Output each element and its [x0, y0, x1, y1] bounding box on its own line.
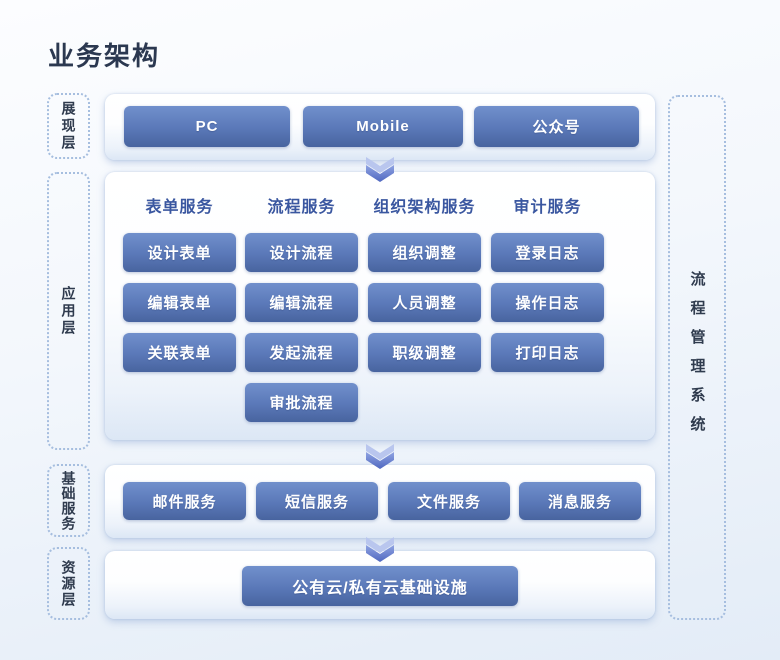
layer-label-text: 展现层 [60, 100, 77, 152]
node-org-adjust: 组织调整 [368, 233, 481, 272]
node-operation-log: 操作日志 [491, 283, 604, 322]
node-pc: PC [124, 106, 290, 147]
presentation-layer-panel: PC Mobile 公众号 [105, 94, 655, 160]
system-label-text: 流程管理系统 [688, 270, 706, 445]
node-login-log: 登录日志 [491, 233, 604, 272]
node-official-account: 公众号 [474, 106, 639, 147]
layer-label-text: 应用层 [60, 285, 77, 337]
system-label-process-management: 流程管理系统 [668, 95, 726, 620]
application-layer-panel: 表单服务 设计表单 编辑表单 关联表单 流程服务 设计流程 编辑流程 发起流程 … [105, 172, 655, 440]
chevron-down-icon [366, 157, 394, 182]
page-title: 业务架构 [48, 41, 161, 71]
column-header-org-structure-service: 组织架构服务 [373, 199, 476, 216]
column-header-process-service: 流程服务 [267, 199, 336, 216]
node-message-service: 消息服务 [519, 482, 641, 520]
node-mobile: Mobile [303, 106, 463, 147]
node-mail-service: 邮件服务 [123, 482, 246, 520]
resource-layer-panel: 公有云/私有云基础设施 [105, 551, 655, 619]
layer-label-presentation: 展现层 [47, 93, 90, 159]
column-org-structure-service: 组织架构服务 组织调整 人员调整 职级调整 [368, 196, 481, 383]
layer-label-application: 应用层 [47, 172, 90, 450]
chevron-down-icon [366, 537, 394, 562]
column-process-service: 流程服务 设计流程 编辑流程 发起流程 审批流程 [245, 196, 358, 433]
node-design-process: 设计流程 [245, 233, 358, 272]
node-design-form: 设计表单 [123, 233, 236, 272]
basic-services-panel: 邮件服务 短信服务 文件服务 消息服务 [105, 465, 655, 538]
node-rank-adjust: 职级调整 [368, 333, 481, 372]
column-header-audit-service: 审计服务 [513, 199, 582, 216]
node-link-form: 关联表单 [123, 333, 236, 372]
layer-label-basic-services: 基础服务 [47, 464, 90, 537]
node-cloud-infrastructure: 公有云/私有云基础设施 [242, 566, 518, 606]
column-audit-service: 审计服务 登录日志 操作日志 打印日志 [491, 196, 604, 383]
node-edit-process: 编辑流程 [245, 283, 358, 322]
column-header-form-service: 表单服务 [145, 199, 214, 216]
node-edit-form: 编辑表单 [123, 283, 236, 322]
node-print-log: 打印日志 [491, 333, 604, 372]
chevron-down-icon [366, 444, 394, 469]
layer-label-text: 基础服务 [60, 470, 77, 531]
layer-label-text: 资源层 [60, 559, 77, 608]
node-sms-service: 短信服务 [256, 482, 378, 520]
node-approve-process: 审批流程 [245, 383, 358, 422]
node-personnel-adjust: 人员调整 [368, 283, 481, 322]
layer-label-resource: 资源层 [47, 547, 90, 620]
column-form-service: 表单服务 设计表单 编辑表单 关联表单 [123, 196, 236, 383]
node-start-process: 发起流程 [245, 333, 358, 372]
node-file-service: 文件服务 [388, 482, 510, 520]
